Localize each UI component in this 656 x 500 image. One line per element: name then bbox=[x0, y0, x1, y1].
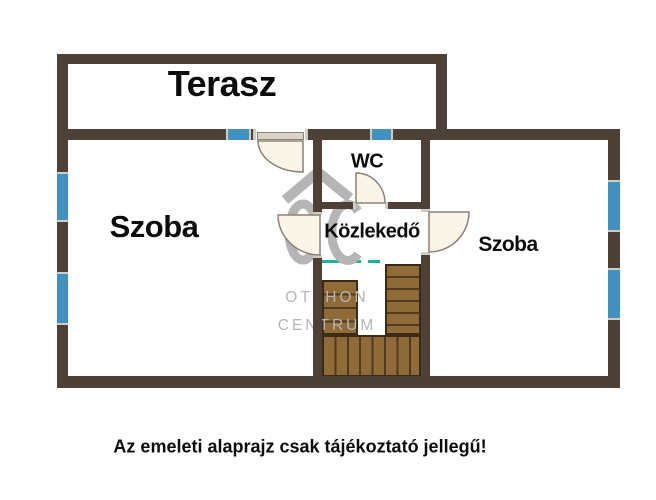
window-top-1 bbox=[226, 129, 251, 140]
wall-hallway-right-upper bbox=[421, 140, 430, 212]
stairs-landing-flight bbox=[322, 280, 358, 335]
wall-outer-bottom bbox=[57, 376, 620, 388]
wall-wc-bottom-left bbox=[322, 202, 353, 209]
wall-cap bbox=[353, 202, 356, 209]
label-hallway: Közlekedő bbox=[324, 220, 420, 243]
label-wc: WC bbox=[350, 150, 384, 173]
door-swing-wc bbox=[355, 172, 386, 204]
window-left-2 bbox=[57, 272, 68, 325]
window-top-2 bbox=[370, 129, 393, 140]
wall-cap bbox=[421, 252, 430, 255]
door-swing-room-right bbox=[428, 211, 470, 253]
label-room-left: Szoba bbox=[109, 209, 199, 244]
wall-hallway-right-lower bbox=[421, 252, 430, 376]
door-slab-terrace bbox=[257, 132, 304, 140]
wall-cap bbox=[313, 212, 322, 215]
wall-wc-bottom-right bbox=[388, 202, 421, 209]
watermark-brand-line2: CENTRUM bbox=[278, 317, 377, 334]
door-swing-terrace bbox=[257, 140, 304, 173]
wall-terrace-left bbox=[57, 54, 68, 140]
label-terrace: Terasz bbox=[167, 63, 277, 104]
wall-cap bbox=[421, 209, 430, 212]
disclaimer-caption: Az emeleti alaprajz csak tájékoztató jel… bbox=[113, 436, 487, 457]
wall-terrace-right bbox=[436, 54, 447, 140]
wall-cap bbox=[385, 202, 388, 209]
wall-outer-left bbox=[57, 129, 68, 388]
wall-hallway-left-upper bbox=[313, 140, 322, 215]
door-swing-room-left bbox=[277, 214, 321, 256]
door-opening-room-right bbox=[421, 212, 430, 252]
window-right-1 bbox=[608, 180, 620, 232]
wall-terrace-top bbox=[57, 54, 447, 64]
watermark-brand-line1: OTTHON bbox=[285, 289, 368, 306]
label-room-right: Szoba bbox=[478, 233, 538, 256]
window-left-1 bbox=[57, 172, 68, 222]
wall-cap bbox=[305, 129, 308, 140]
wall-cap bbox=[253, 129, 256, 140]
stairs-upper-flight bbox=[385, 264, 421, 335]
wall-cap bbox=[313, 255, 322, 258]
window-right-2 bbox=[608, 268, 620, 320]
wall-main-top bbox=[57, 129, 620, 140]
wall-hallway-left-lower bbox=[313, 255, 322, 376]
